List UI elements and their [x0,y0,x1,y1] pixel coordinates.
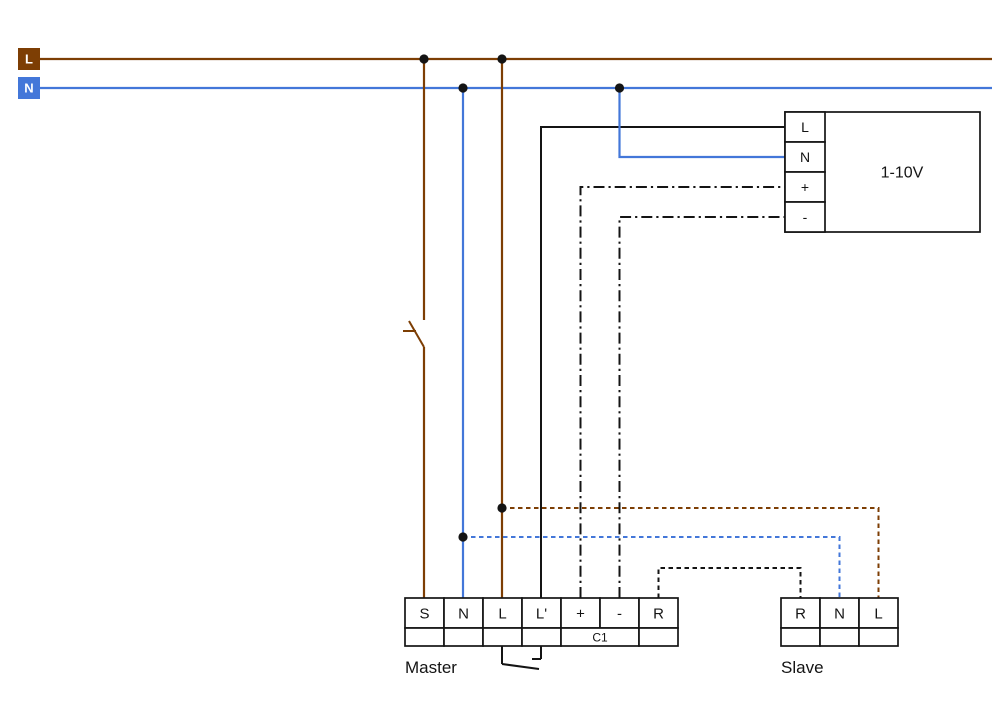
slave-terminal-block: R N L Slave [780,597,899,677]
control-plus-wire [579,186,785,598]
slave-terminal-l-label: L [874,606,882,623]
contact-blade [501,663,540,670]
slave-link-wires [463,507,880,598]
slave-subcell [858,627,899,647]
slave-caption: Slave [781,658,824,677]
device-terminal-l [784,111,826,143]
slave-n-dashed-wire [463,536,841,598]
master-subcell [521,627,562,647]
master-terminal-s-label: S [419,606,429,623]
junction-dot [497,54,507,64]
slave-subcell [780,627,821,647]
neutral-n-badge-label: N [24,81,33,96]
master-subcell [638,627,679,647]
master-subcell [404,627,445,647]
device-terminal-l-label: L [801,119,809,135]
junction-dot [497,503,507,513]
device-terminal-minus-label: - [803,209,808,225]
junction-dots [419,54,625,542]
master-cell-lprime [521,597,562,629]
device-n-wire [618,88,785,159]
master-terminal-minus-label: - [617,606,622,623]
junction-dot [458,532,468,542]
master-terminal-lprime-label: L' [536,606,547,623]
switch-blade [408,320,425,348]
switched-live-wire-l-prime [540,126,785,598]
master-terminal-l-label: L [498,606,506,623]
dimmer-device-box: L N + - 1-10V [784,111,981,233]
device-terminal-n [784,141,826,173]
slave-subcell [819,627,860,647]
master-caption: Master [405,658,457,677]
slave-terminal-r-label: R [795,606,806,623]
internal-contact-symbol [501,646,542,670]
junction-dot [614,83,625,93]
master-channel-label: C1 [592,631,608,645]
device-terminal-minus [784,201,826,233]
r-bridge-wire [657,567,802,598]
device-label: 1-10V [881,165,924,182]
slave-terminal-n-label: N [834,606,845,623]
supply-rails: L N [18,48,992,99]
line-l-badge [18,48,40,70]
master-terminal-block: S N L L' + - R C1 Master [404,597,679,677]
device-terminal-n-label: N [800,149,810,165]
pushbutton-switch-symbol [403,320,425,348]
slave-cell-l [858,597,899,629]
slave-l-dashed-wire [502,507,880,598]
master-terminal-r-label: R [653,606,664,623]
master-subcell [443,627,484,647]
neutral-n-badge [18,77,40,99]
control-minus-wire [618,216,785,598]
device-terminal-plus-label: + [801,179,809,195]
master-subcell [482,627,523,647]
master-terminal-plus-label: + [576,606,585,623]
junction-dot [458,83,468,93]
master-cell-r [638,597,679,629]
junction-dot [419,54,429,64]
master-terminal-n-label: N [458,606,469,623]
line-l-badge-label: L [25,52,33,67]
